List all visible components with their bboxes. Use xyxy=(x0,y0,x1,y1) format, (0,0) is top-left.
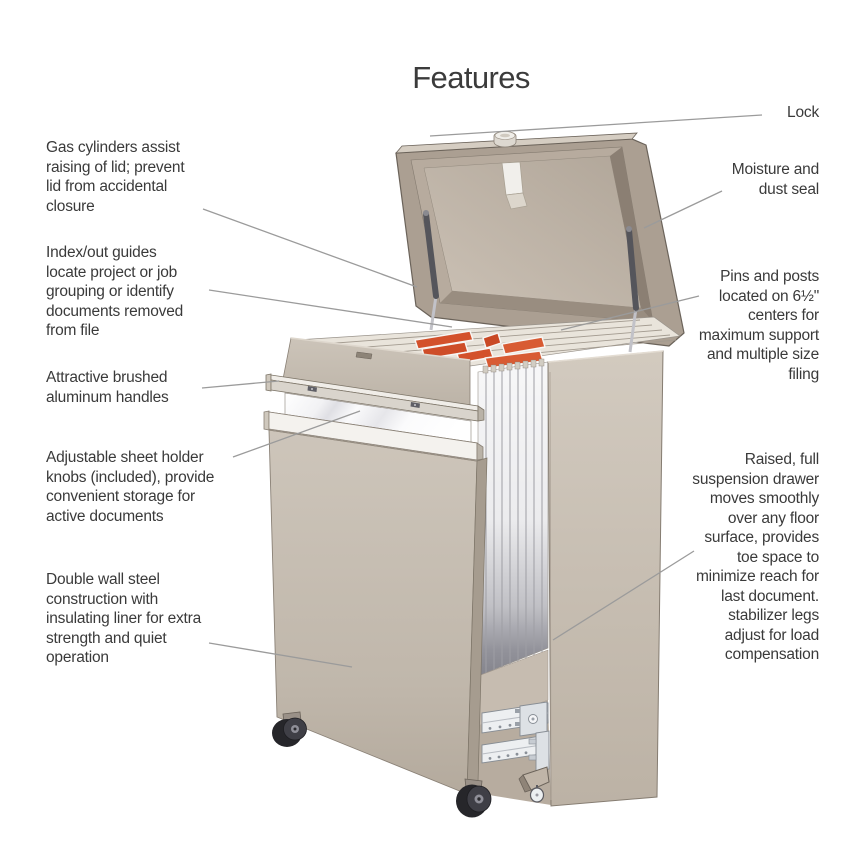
leader-sheet-holder-knobs xyxy=(232,410,361,458)
drawer-slides xyxy=(481,701,550,772)
caster-front-left xyxy=(272,711,307,747)
drawer-slide-upper xyxy=(481,701,549,737)
callout-moisture-dust-seal: Moisture and dust seal xyxy=(731,161,819,198)
callout-aluminum-handles: Attractive brushed aluminum handles xyxy=(46,369,169,406)
index-tab xyxy=(501,336,546,355)
index-tab xyxy=(414,330,474,350)
side-panel xyxy=(547,350,664,807)
lid-inner-panel xyxy=(423,155,642,309)
latch-plate xyxy=(501,161,524,196)
caster-front-center xyxy=(456,778,492,818)
drawer-slide-lower xyxy=(481,730,550,772)
stabilizer-leg xyxy=(518,766,550,803)
page-title: Features xyxy=(412,60,530,95)
callout-gas-cylinders: Gas cylinders assist raising of lid; pre… xyxy=(46,139,185,215)
casters xyxy=(272,711,492,818)
leader-moisture-seal xyxy=(643,190,723,229)
leader-pins-posts xyxy=(560,295,700,331)
leader-index-out-guides xyxy=(208,289,453,328)
latch-foot xyxy=(505,192,528,210)
lid xyxy=(395,131,685,347)
leader-aluminum-handles xyxy=(201,380,280,389)
lock-knob xyxy=(493,131,517,148)
leader-gas-cylinders xyxy=(202,208,418,288)
file-edges xyxy=(485,363,543,673)
index-tab xyxy=(482,332,502,349)
leader-double-wall xyxy=(208,642,353,668)
callout-index-out-guides: Index/out guides locate project or job g… xyxy=(46,244,184,339)
holder-knob xyxy=(307,386,317,392)
handle-rail-lower xyxy=(263,410,484,461)
lid-top-edge xyxy=(395,132,638,154)
leader-lines xyxy=(201,114,763,668)
callout-pins-and-posts: Pins and posts located on 6½" centers fo… xyxy=(698,268,819,383)
gas-strut-right xyxy=(626,226,639,353)
callout-double-wall: Double wall steel construction with insu… xyxy=(46,571,202,666)
files-backing xyxy=(477,361,549,677)
callout-sheet-holder-knobs: Adjustable sheet holder knobs (included)… xyxy=(46,449,215,525)
holder-knob xyxy=(410,402,420,408)
callout-suspension-drawer: Raised, full suspension drawer moves smo… xyxy=(692,451,819,663)
file-hanger-clips xyxy=(482,358,545,374)
lid-seal-bottom xyxy=(440,291,653,322)
leader-suspension-drawer xyxy=(552,550,695,641)
label-slot xyxy=(355,351,373,360)
callout-lock: Lock xyxy=(787,104,819,121)
leader-lock xyxy=(429,114,763,137)
